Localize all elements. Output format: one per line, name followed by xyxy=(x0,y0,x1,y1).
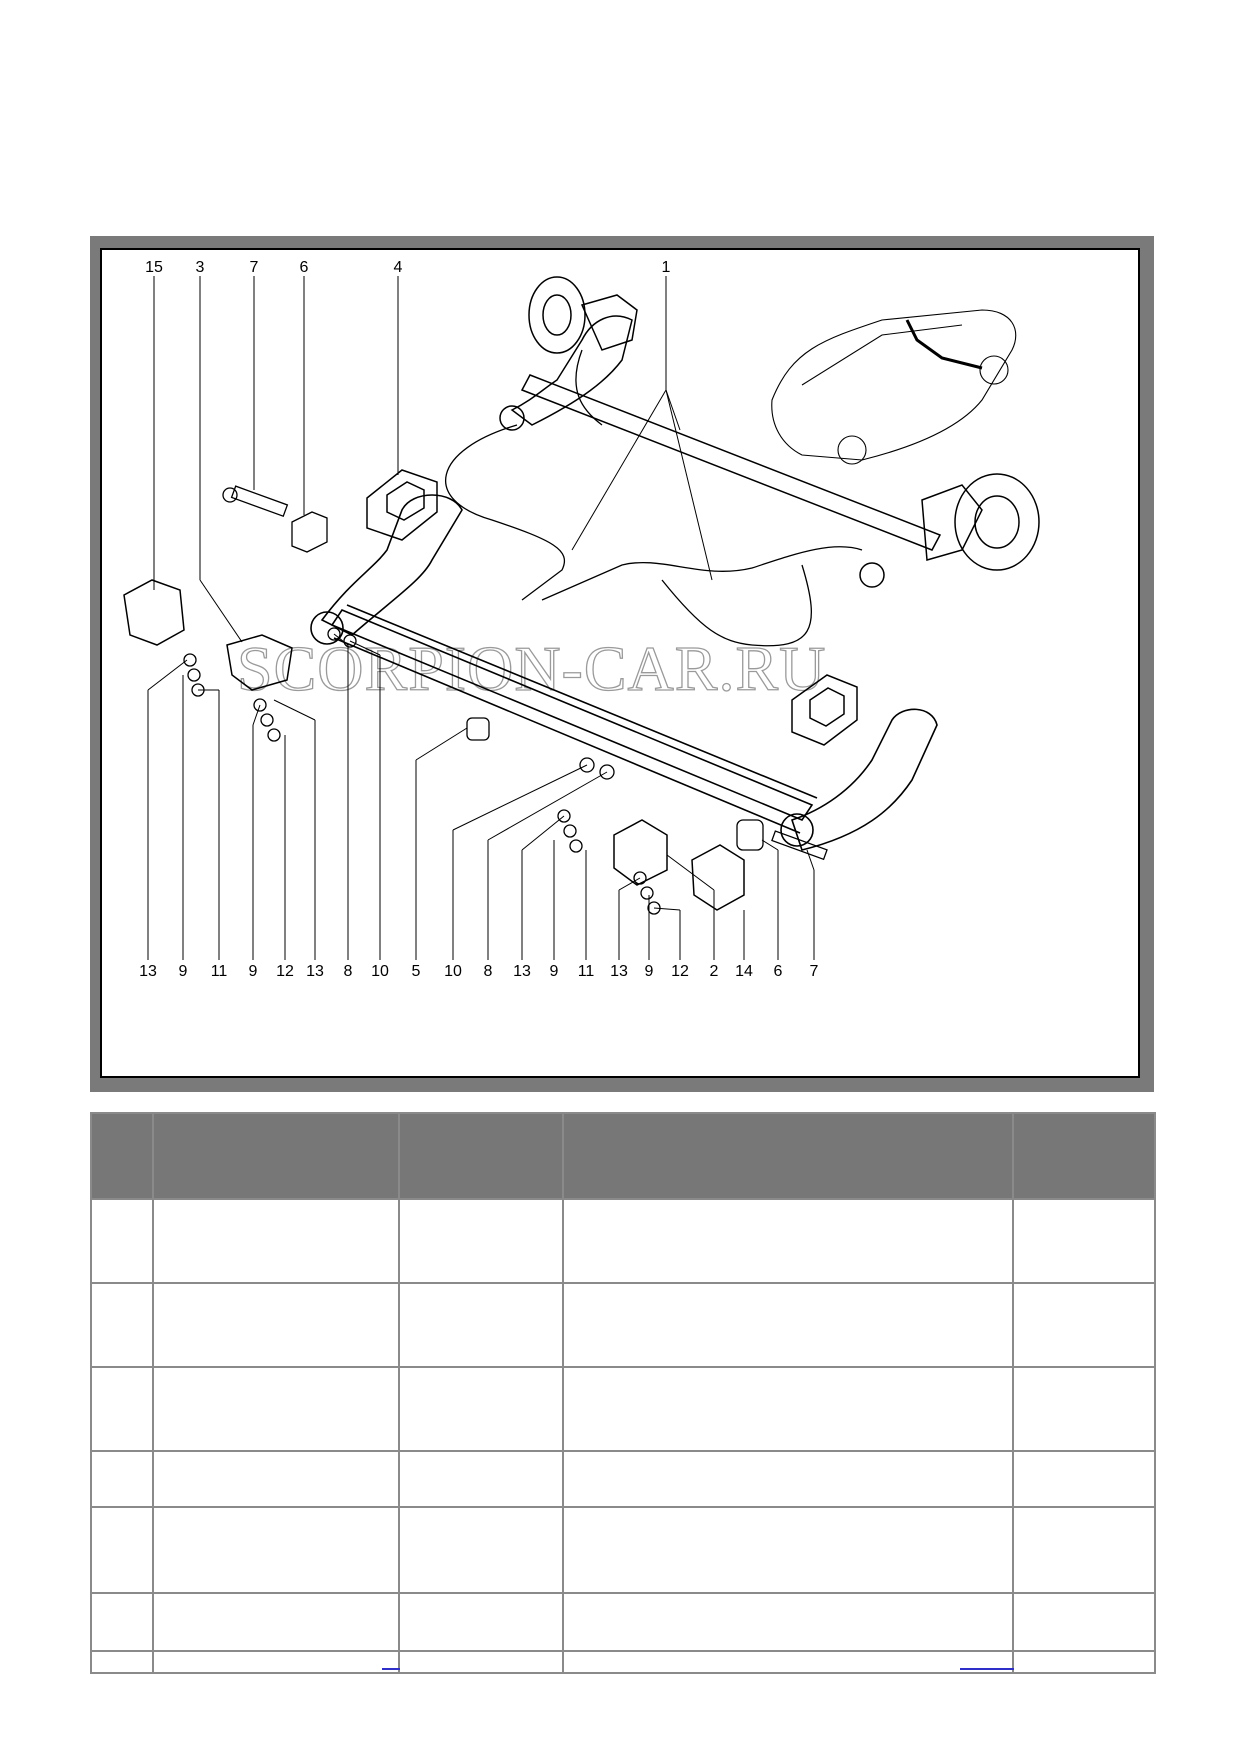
callout-top-3: 6 xyxy=(300,259,309,276)
watermark: SCORPION-CAR.RU xyxy=(237,633,826,704)
callout-top-0: 15 xyxy=(145,259,163,276)
leader-lines-top xyxy=(153,276,713,643)
handbrake-cables xyxy=(445,349,863,647)
callout-top-4: 4 xyxy=(394,259,403,276)
callout-bottom-0: 13 xyxy=(139,963,157,980)
table-header-cell xyxy=(398,1112,564,1200)
callout-bottom-13: 11 xyxy=(578,963,595,980)
table-row xyxy=(90,1450,1156,1508)
callout-top-2: 7 xyxy=(250,259,259,276)
callout-bottom-11: 13 xyxy=(513,963,531,980)
table-row xyxy=(90,1506,1156,1594)
table-row xyxy=(90,1366,1156,1452)
callout-bottom-14: 13 xyxy=(610,963,628,980)
callout-bottom-3: 9 xyxy=(249,963,258,980)
callout-bottom-10: 8 xyxy=(484,963,493,980)
table-row xyxy=(90,1592,1156,1652)
callout-bottom-17: 2 xyxy=(710,963,719,980)
table-header-row xyxy=(90,1112,1156,1200)
callout-bottom-1: 9 xyxy=(179,963,188,980)
callout-top-1: 3 xyxy=(196,259,205,276)
table-header-cell xyxy=(152,1112,400,1200)
callout-bottom-2: 11 xyxy=(211,963,228,980)
table-header-cell xyxy=(1012,1112,1156,1200)
callout-bottom-19: 6 xyxy=(774,963,783,980)
table-row xyxy=(90,1198,1156,1284)
fasteners xyxy=(183,485,828,915)
table-header-cell xyxy=(562,1112,1014,1200)
callout-bottom-18: 14 xyxy=(735,963,753,980)
callout-top-5: 1 xyxy=(662,259,671,276)
figure-frame: SCORPION-CAR.RU xyxy=(90,236,1154,1092)
spring-support-right xyxy=(791,674,858,746)
mounting-brackets xyxy=(123,579,745,911)
rear-axle-diagram: SCORPION-CAR.RU xyxy=(100,248,1140,1078)
spring-support-left xyxy=(366,469,438,541)
rear-axle-drawing: SCORPION-CAR.RU xyxy=(123,259,1040,980)
table-row xyxy=(90,1282,1156,1368)
table-header-cell xyxy=(90,1112,154,1200)
callout-bottom-15: 9 xyxy=(645,963,654,980)
callout-bottom-4: 12 xyxy=(276,963,294,980)
callout-bottom-8: 5 xyxy=(412,963,421,980)
callout-bottom-16: 12 xyxy=(671,963,689,980)
rear-beam xyxy=(310,494,938,851)
callout-bottom-9: 10 xyxy=(444,963,462,980)
car-inset xyxy=(771,309,1017,465)
callout-bottom-5: 13 xyxy=(306,963,324,980)
callout-bottom-20: 7 xyxy=(810,963,819,980)
upper-axle xyxy=(499,276,1040,588)
callout-bottom-6: 8 xyxy=(344,963,353,980)
leader-lines-bottom xyxy=(147,633,815,960)
parts-table xyxy=(90,1112,1156,1674)
callout-bottom-12: 9 xyxy=(550,963,559,980)
callout-bottom-7: 10 xyxy=(371,963,389,980)
table-row xyxy=(90,1650,1156,1674)
link-underline[interactable] xyxy=(960,1668,1040,1670)
